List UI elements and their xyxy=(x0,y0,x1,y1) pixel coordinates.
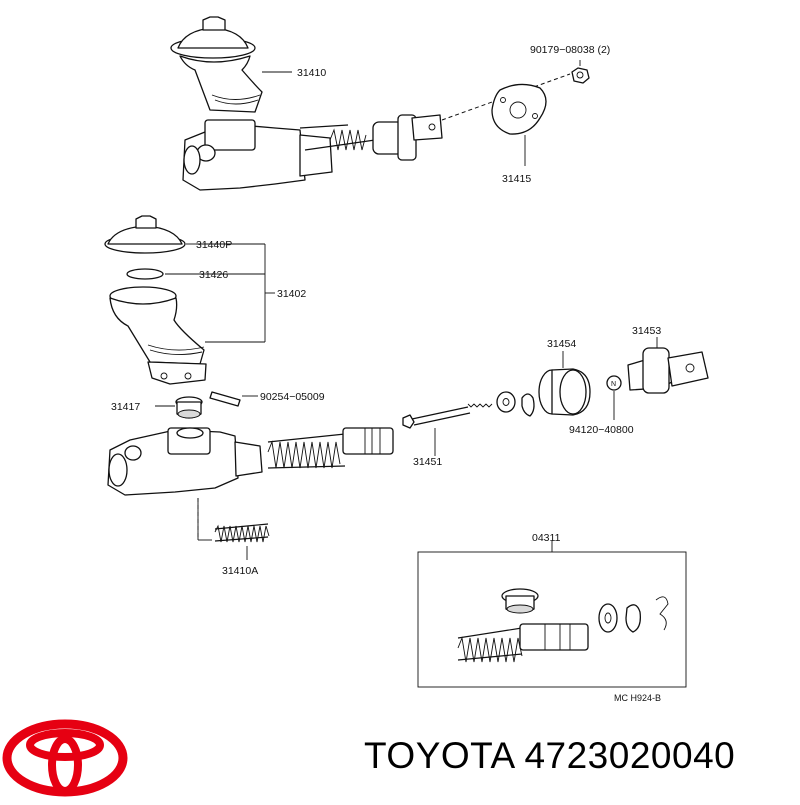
callout-04311: 04311 xyxy=(532,532,561,544)
push-rod-31451 xyxy=(402,403,493,456)
callout-31453: 31453 xyxy=(632,325,661,337)
master-cylinder-assembly-top xyxy=(170,16,571,191)
grommet-31417 xyxy=(155,396,203,419)
svg-text:N: N xyxy=(611,381,616,388)
repair-kit-04311 xyxy=(417,541,687,688)
part-number: 4723020040 xyxy=(524,735,736,776)
brand-part-number: TOYOTA 4723020040 xyxy=(364,735,735,777)
toyota-logo-icon xyxy=(2,719,128,797)
brand-name: TOYOTA xyxy=(364,735,514,776)
stud-31410a xyxy=(214,523,270,560)
boot-31454 xyxy=(538,351,591,416)
callout-31402: 31402 xyxy=(277,288,306,300)
callout-31454: 31454 xyxy=(547,338,576,350)
callout-31426: 31426 xyxy=(199,269,228,281)
diagram-ref-code: MC H924-B xyxy=(614,693,661,703)
pin-90254 xyxy=(209,391,258,407)
callout-90179: 90179−08038 (2) xyxy=(530,44,610,56)
reservoir-31402 xyxy=(109,286,207,385)
seal-ring-31426 xyxy=(126,268,196,280)
callout-31415: 31415 xyxy=(502,173,531,185)
callout-31410: 31410 xyxy=(297,67,326,79)
nut-94120: N xyxy=(606,375,622,420)
reservoir-cap-31440p xyxy=(104,215,196,254)
callout-31410a: 31410A xyxy=(222,565,258,577)
nut-90179 xyxy=(571,60,590,84)
clevis-31453 xyxy=(627,337,709,394)
gasket-31415 xyxy=(491,83,547,166)
piston-spring-middle xyxy=(267,427,394,469)
washer-pair xyxy=(496,391,535,417)
cylinder-body-middle xyxy=(107,427,263,541)
callout-31451: 31451 xyxy=(413,456,442,468)
callout-31417: 31417 xyxy=(111,401,140,413)
callout-31440p: 31440P xyxy=(196,239,232,251)
callout-90254: 90254−05009 xyxy=(260,391,325,403)
callout-94120: 94120−40800 xyxy=(569,424,634,436)
